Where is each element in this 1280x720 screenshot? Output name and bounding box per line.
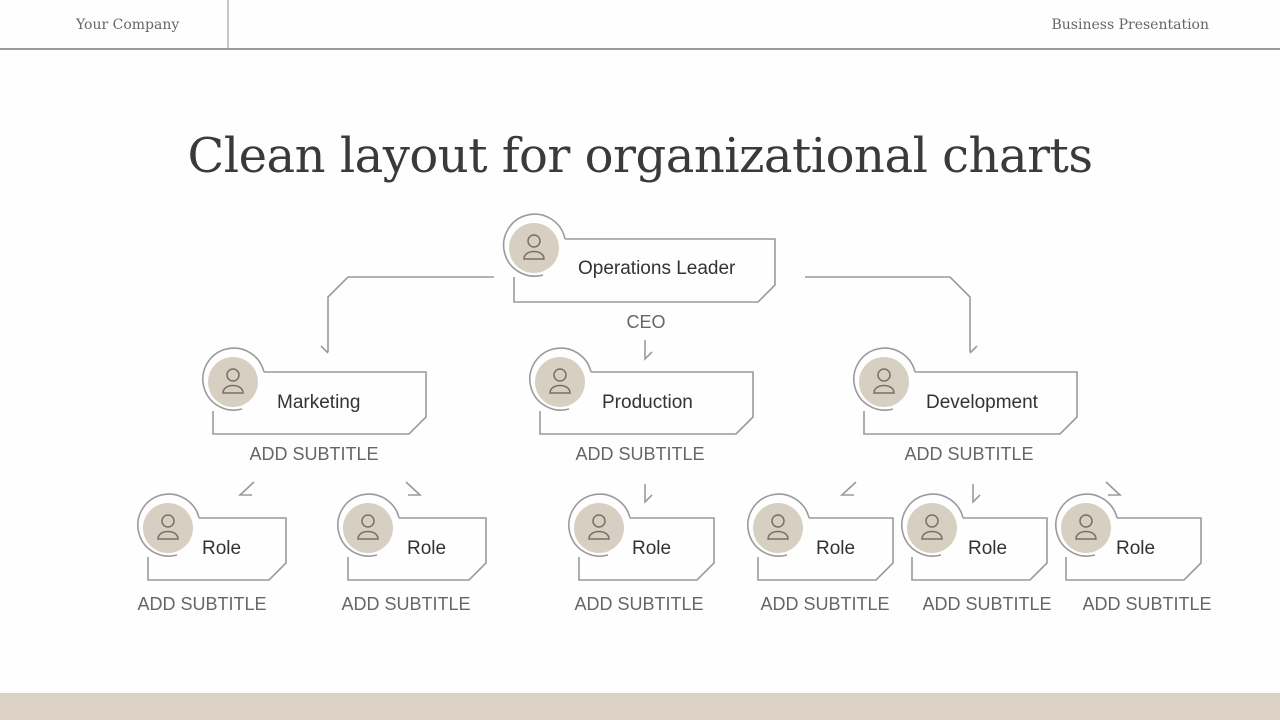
node-subtitle: ADD SUBTITLE [922,594,1052,614]
node-subtitle: ADD SUBTITLE [137,594,267,614]
node-frame [853,347,1078,435]
person-icon [873,368,895,394]
node-subtitle: ADD SUBTITLE [249,444,379,464]
node-frame [1055,493,1202,581]
slide-title: Clean layout for organizational charts [187,128,1093,184]
avatar [343,503,393,553]
person-icon [523,234,545,260]
node-label: Operations Leader [578,258,736,279]
person-icon [357,514,379,540]
node-subtitle: ADD SUBTITLE [904,444,1034,464]
person-icon [222,368,244,394]
node-frame [137,493,287,581]
node-frame [337,493,487,581]
node-subtitle: ADD SUBTITLE [760,594,890,614]
person-icon [1075,514,1097,540]
person-icon [921,514,943,540]
avatar [535,357,585,407]
avatar [143,503,193,553]
node-label: Development [926,392,1038,413]
person-icon [549,368,571,394]
node-label: Role [202,538,242,559]
node-label: Role [1116,538,1156,559]
person-icon [767,514,789,540]
company-name: Your Company [76,17,180,33]
node-subtitle: ADD SUBTITLE [575,444,705,464]
node-frame [901,493,1048,581]
node-label: Marketing [277,392,361,413]
node-frame [202,347,427,435]
person-icon [588,514,610,540]
node-label: Role [968,538,1008,559]
person-icon [157,514,179,540]
avatar [907,503,957,553]
node-frame [529,347,754,435]
node-subtitle: ADD SUBTITLE [574,594,704,614]
avatar [574,503,624,553]
header-bar: Your Company Business Presentation [0,0,1280,50]
node-subtitle: ADD SUBTITLE [341,594,471,614]
avatar [1061,503,1111,553]
node-subtitle: CEO [626,312,666,332]
node-label: Role [407,538,447,559]
node-subtitle: ADD SUBTITLE [1082,594,1212,614]
avatar [859,357,909,407]
presentation-label: Business Presentation [1051,17,1210,33]
avatar [509,223,559,273]
footer-band [0,693,1280,720]
node-frame [568,493,715,581]
node-frame [502,213,776,303]
node-label: Production [602,392,693,413]
avatar [208,357,258,407]
node-label: Role [816,538,856,559]
header-divider [227,0,229,48]
node-frame [747,493,894,581]
avatar [753,503,803,553]
node-label: Role [632,538,672,559]
